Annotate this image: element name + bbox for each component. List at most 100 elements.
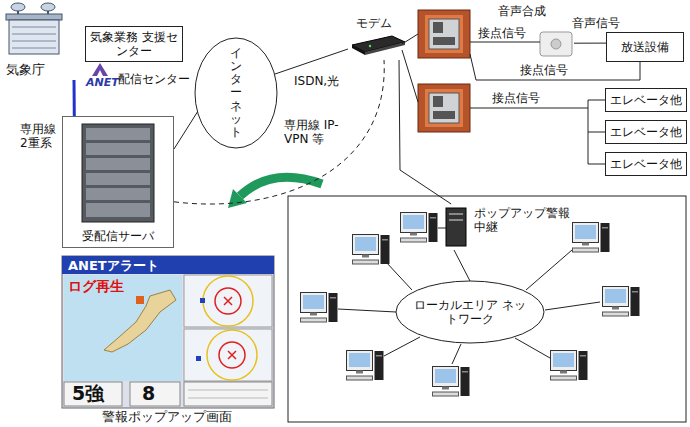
green-arrow	[228, 189, 247, 208]
modem-node: モデム	[348, 16, 408, 60]
speaker-icon	[551, 39, 561, 49]
pc-icon	[353, 235, 390, 265]
lan-wire	[386, 262, 412, 290]
node-text: エレベータ他	[610, 125, 682, 139]
popup-screenshot	[228, 351, 236, 359]
node-text: ローカルエリア ネットワーク	[414, 298, 526, 327]
server-rack	[86, 188, 150, 200]
relay-server-icon	[449, 213, 463, 215]
popup-screen: ANETアラートログ再生5強8警報ポップアップ画面	[62, 256, 274, 426]
popup-screenshot	[200, 298, 205, 303]
signal-wire	[470, 108, 588, 109]
node-text: 音声合成	[498, 4, 546, 18]
connector-line	[275, 49, 349, 74]
popup-screenshot	[136, 296, 144, 304]
anet-logo	[92, 63, 108, 76]
popup-screenshot	[215, 288, 241, 314]
anet-logo	[97, 70, 103, 76]
node-text: ANET	[86, 76, 119, 89]
signal-wire	[588, 100, 606, 101]
alarm-device	[433, 22, 443, 33]
alarm-device	[429, 93, 459, 123]
popup-screenshot	[64, 275, 182, 381]
popup-screenshot	[224, 297, 232, 305]
pc-icon	[401, 213, 438, 243]
popup-screenshot	[184, 329, 272, 381]
popup-screenshot	[64, 382, 122, 406]
signal-wire	[588, 132, 606, 133]
green-arrow	[240, 177, 322, 196]
building-node: 気象庁	[2, 2, 82, 80]
node-text: ログ再生	[68, 278, 124, 295]
line-label: 専用線 2重系	[20, 122, 64, 151]
alarm-device	[418, 84, 470, 132]
line-label: 接点信号	[492, 91, 540, 105]
modem-icon	[369, 45, 371, 47]
modem-icon	[352, 36, 405, 55]
signal-wire	[470, 42, 540, 43]
logo-node: ANET配信センター	[86, 64, 192, 94]
server-rack	[86, 128, 150, 140]
lan-wire	[526, 250, 572, 290]
node-text: 警報ポップアップ画面	[102, 410, 232, 423]
lan-ellipse: ローカルエリア ネットワーク	[395, 280, 545, 344]
server-rack	[86, 173, 150, 185]
relay-server-icon	[446, 208, 466, 246]
building-icon	[11, 3, 25, 11]
relay-server-node: ポップアップ警報 中継	[440, 204, 580, 250]
popup-screenshot	[62, 256, 274, 408]
alarm-device	[418, 10, 470, 58]
building-icon	[41, 3, 55, 11]
building-icon	[9, 20, 59, 54]
alarm-device	[425, 89, 463, 127]
speaker-icon	[540, 32, 572, 56]
lan-wire	[338, 228, 600, 364]
pc-icon	[551, 351, 588, 381]
lan-wire	[338, 309, 396, 312]
alarm-device	[433, 37, 455, 45]
cloud-ellipse: インターネット	[194, 37, 278, 149]
line-label: 専用線 IP-VPN 等	[284, 118, 354, 147]
ellipse-outline	[195, 38, 277, 148]
server-rack	[86, 143, 150, 155]
lan-wire	[438, 228, 446, 229]
connector-line	[399, 60, 451, 204]
alarm-device	[418, 10, 470, 58]
line-label: 接点信号	[478, 26, 526, 40]
connector-line	[174, 112, 198, 149]
signal-wire	[402, 34, 418, 44]
lan-wire	[545, 302, 600, 310]
alarm-device	[433, 111, 455, 119]
anet-logo	[92, 63, 108, 76]
server-frame: 受配信サーバ	[62, 116, 174, 248]
alarm-device	[429, 19, 459, 49]
popup-screenshot	[203, 276, 253, 326]
line-label: 接点信号	[520, 63, 568, 77]
popup-screenshot	[184, 275, 272, 327]
popup-screenshot	[184, 382, 272, 406]
pc-icon	[433, 367, 470, 397]
lan-wire	[384, 337, 420, 356]
node-text: 受配信サーバ	[63, 229, 173, 243]
popup-screenshot	[130, 382, 180, 406]
building-icon	[12, 34, 56, 35]
node-text: 5強	[72, 384, 104, 403]
node-text: インターネット	[230, 47, 242, 139]
popup-screenshot	[62, 256, 274, 274]
lan-wire	[515, 338, 550, 358]
server-rack	[82, 124, 154, 222]
building-icon	[12, 41, 56, 42]
pc-icon	[301, 213, 640, 397]
node-text: 放送設備	[621, 40, 669, 54]
speaker-icon	[540, 32, 572, 56]
relay-server-icon	[446, 208, 466, 246]
node-text: 配信センター	[118, 72, 190, 86]
modem-icon	[352, 45, 365, 55]
popup-screenshot	[207, 330, 257, 380]
server-rack	[86, 158, 150, 170]
popup-screenshot	[188, 398, 268, 399]
popup-screenshot	[62, 256, 274, 408]
node-text: エレベータ他	[610, 93, 682, 107]
alarm-device	[425, 15, 463, 53]
